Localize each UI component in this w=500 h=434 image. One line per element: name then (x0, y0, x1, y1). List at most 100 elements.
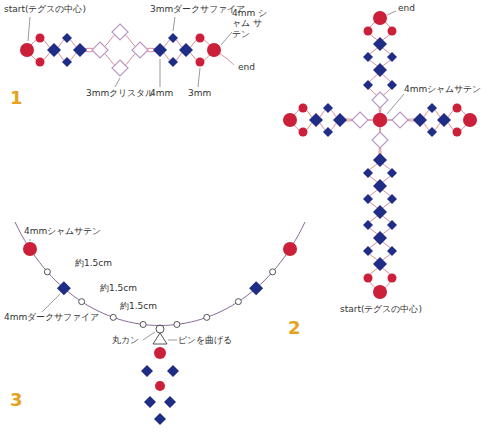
siam-3mm (36, 34, 45, 43)
dark-sapphire-3mm (62, 57, 72, 67)
siam-satin-4mm (373, 113, 387, 127)
dark-sapphire-4mm (47, 43, 61, 57)
leader-layer (28, 11, 404, 340)
crystal-3mm (372, 92, 388, 108)
part-label: 4mmシャムサテン (24, 226, 101, 236)
dark-sapphire-3mm (387, 194, 397, 204)
siam-3mm (36, 58, 45, 67)
dark-sapphire-4mm (373, 257, 387, 271)
dark-sapphire-3mm (427, 127, 437, 137)
dimension-label: 約1.5cm (120, 301, 157, 311)
start-label: start(テグスの中心) (340, 304, 422, 314)
jump-ring (156, 325, 164, 333)
crimp-bead (110, 314, 116, 320)
dark-sapphire-4mm (373, 153, 387, 167)
dark-sapphire-3mm (387, 220, 397, 230)
leader-line (160, 59, 161, 87)
crystal-3mm (392, 112, 408, 128)
siam-3mm (364, 274, 373, 283)
leader-line (143, 332, 155, 340)
crimp-bead (235, 299, 241, 305)
dark-sapphire-3mm (168, 57, 178, 67)
part-label: 丸カン (112, 335, 139, 345)
siam-3mm (155, 381, 165, 391)
dark-sapphire-3mm (387, 80, 397, 90)
dark-sapphire-3mm (323, 103, 333, 113)
siam-satin-4mm (283, 113, 297, 127)
dark-sapphire-4mm (153, 43, 167, 57)
siam-satin-4mm (154, 347, 166, 359)
leader-line (173, 17, 175, 31)
dark-sapphire-4mm (373, 231, 387, 245)
crimp-bead (79, 299, 85, 305)
leader-line (221, 32, 232, 45)
end-label: end (398, 3, 415, 13)
dark-sapphire-4mm (73, 43, 87, 57)
dark-sapphire-4mm (437, 113, 451, 127)
siam-3mm (453, 104, 462, 113)
crimp-bead (44, 269, 50, 275)
bent-pin (153, 333, 167, 344)
dark-sapphire-4mm (413, 113, 427, 127)
dark-sapphire-3mm (363, 246, 373, 256)
end-label: end (238, 62, 255, 72)
part-label: 4mm シャム サテン (232, 8, 268, 39)
dark-sapphire-3mm (387, 246, 397, 256)
bead-layer (20, 11, 477, 425)
crimp-bead (140, 321, 146, 327)
dark-sapphire-4mm (373, 205, 387, 219)
step-number: 2 (288, 318, 301, 339)
siam-3mm (196, 34, 205, 43)
siam-3mm (388, 27, 397, 36)
dark-sapphire-3mm (363, 194, 373, 204)
dark-sapphire-4mm (373, 63, 387, 77)
dark-sapphire-4mm (154, 413, 166, 425)
siam-3mm (453, 128, 462, 137)
siam-satin-4mm (373, 285, 387, 299)
dark-sapphire-3mm (363, 168, 373, 178)
dark-sapphire-4mm (249, 281, 263, 295)
crystal-3mm (92, 42, 108, 58)
dark-sapphire-4mm (141, 365, 153, 377)
leader-line (115, 78, 120, 87)
siam-satin-4mm (23, 242, 37, 256)
dark-sapphire-4mm (167, 365, 179, 377)
dark-sapphire-3mm (168, 33, 178, 43)
necklace-wire (15, 222, 305, 326)
dark-sapphire-4mm (373, 179, 387, 193)
part-label: 4mmダークサファイア (4, 312, 99, 322)
siam-satin-4mm (463, 113, 477, 127)
thread-layer (15, 18, 470, 326)
siam-3mm (299, 104, 308, 113)
leader-line (28, 17, 30, 41)
leader-line (42, 294, 60, 312)
dimension-label: 約1.5cm (100, 283, 137, 293)
crystal-3mm (372, 132, 388, 148)
dark-sapphire-4mm (144, 396, 156, 408)
leader-line (168, 340, 177, 341)
siam-3mm (196, 58, 205, 67)
siam-satin-4mm (373, 11, 387, 25)
dark-sapphire-4mm (309, 113, 323, 127)
siam-satin-4mm (207, 43, 221, 57)
siam-satin-4mm (373, 113, 387, 127)
dark-sapphire-3mm (363, 52, 373, 62)
dark-sapphire-3mm (323, 127, 333, 137)
leader-line (387, 94, 404, 114)
part-label: start(テグスの中心) (4, 4, 86, 14)
part-label: 4mmシャムサテン (404, 84, 481, 94)
dark-sapphire-4mm (57, 281, 71, 295)
siam-3mm (364, 27, 373, 36)
siam-satin-4mm (20, 43, 34, 57)
leader-line (30, 239, 31, 241)
siam-3mm (388, 274, 397, 283)
siam-3mm (299, 128, 308, 137)
crystal-3mm (112, 24, 128, 40)
leader-line (198, 68, 200, 87)
crimp-bead (270, 269, 276, 275)
part-label: 4mm (150, 88, 173, 98)
part-label: 3mm (188, 88, 211, 98)
step-number: 3 (10, 390, 23, 411)
dark-sapphire-3mm (363, 220, 373, 230)
